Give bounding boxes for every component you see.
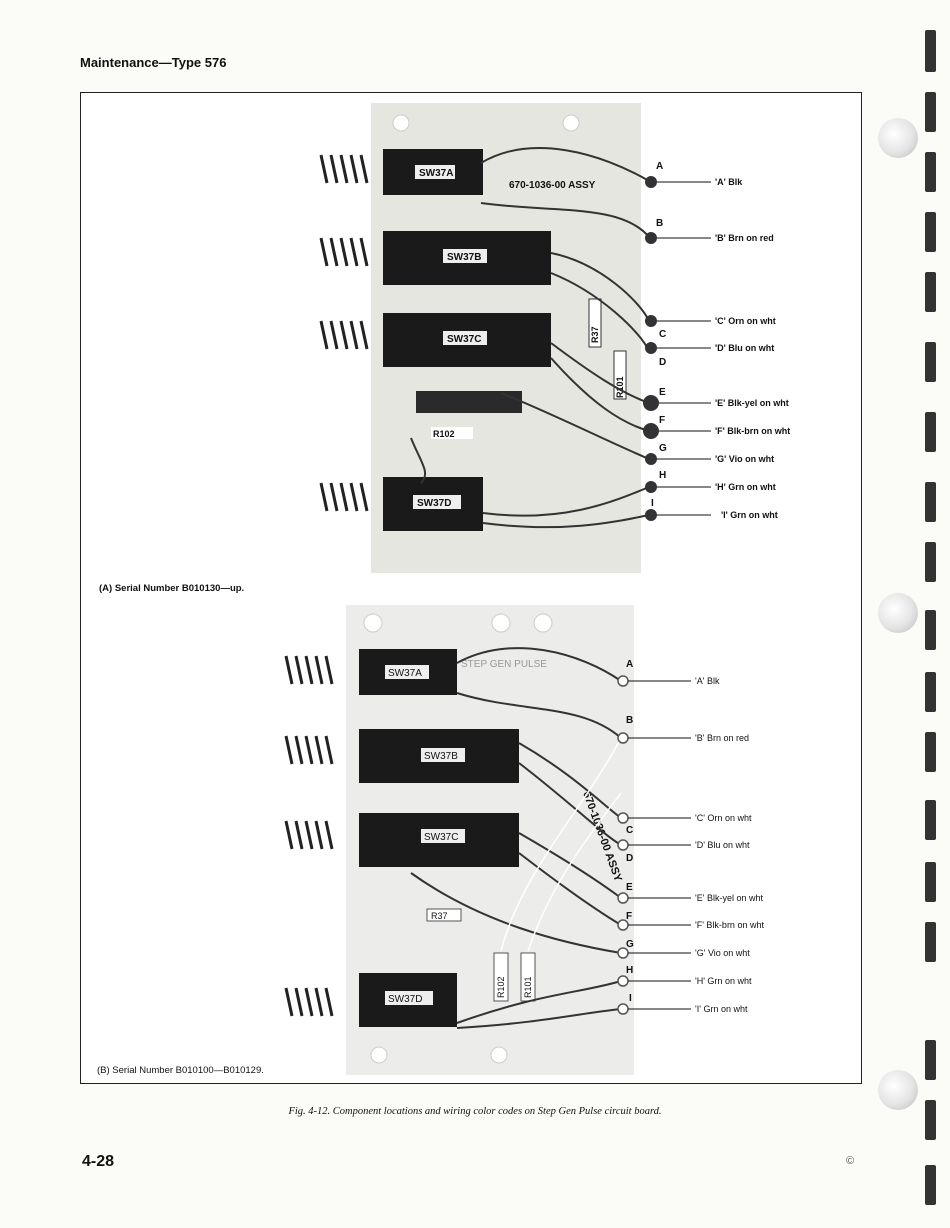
svg-text:H: H <box>659 470 666 481</box>
board-b-r101-label: R101 <box>523 976 533 998</box>
board-a-wire-label-a: 'A' Blk <box>715 177 743 187</box>
board-a-wire-label-e: 'E' Blk-yel on wht <box>715 398 789 408</box>
edge-tab <box>925 30 936 72</box>
svg-text:E: E <box>626 882 633 893</box>
board-a-r37-label: R37 <box>590 326 600 343</box>
page-number: 4-28 <box>82 1153 115 1170</box>
board-a-r102-label: R102 <box>433 429 455 439</box>
board-b: STEP GEN PULSE 670-1036-00 ASSY SW37A SW… <box>284 605 764 1075</box>
board-a-wire-label-c: 'C' Orn on wht <box>715 316 776 326</box>
board-b-title: STEP GEN PULSE <box>461 659 547 670</box>
board-a-wire-labels: 'A' Blk 'B' Brn on red 'C' Orn on wht 'D… <box>715 177 790 520</box>
edge-tab <box>925 732 936 772</box>
edge-tab <box>925 342 936 382</box>
board-a-leader-lines <box>657 181 711 516</box>
svg-text:A: A <box>656 161 663 172</box>
svg-text:B: B <box>626 715 633 726</box>
edge-tab <box>925 1100 936 1140</box>
edge-tab <box>925 482 936 522</box>
svg-text:H: H <box>626 965 633 976</box>
punch-hole <box>878 118 918 158</box>
svg-text:E: E <box>659 387 666 398</box>
board-b-r102-label: R102 <box>496 976 506 998</box>
board-b-wire-labels: 'A' Blk 'B' Brn on red 'C' Orn on wht 'D… <box>695 676 764 1014</box>
board-a-wire-label-h: 'H' Grn on wht <box>715 482 776 492</box>
board-b-sw37a-label: SW37A <box>388 668 422 679</box>
circuit-board-photos: SW37A SW37B SW37C SW37D R37 R101 R102 67… <box>284 103 790 1075</box>
edge-tab <box>925 1165 936 1205</box>
svg-text:G: G <box>659 443 667 454</box>
svg-text:F: F <box>659 415 665 426</box>
board-b-springs <box>284 655 334 1017</box>
board-a-terminal-letters: A B C D E F G H I <box>651 161 667 509</box>
board-b-sw37b-label: SW37B <box>424 751 458 762</box>
svg-text:B: B <box>656 218 663 229</box>
board-b-r37-label: R37 <box>431 911 448 921</box>
board-a-caption: (A) Serial Number B010130—up. <box>99 583 245 594</box>
svg-text:I: I <box>629 993 632 1004</box>
board-b-wire-label-c: 'C' Orn on wht <box>695 813 752 823</box>
board-a-sw37a-label: SW37A <box>419 168 453 179</box>
edge-tab <box>925 610 936 650</box>
edge-tab <box>925 272 936 312</box>
board-a-r101-label: R101 <box>615 376 625 398</box>
board-b-sw37c-label: SW37C <box>424 832 458 843</box>
board-a-sw37b-label: SW37B <box>447 252 481 263</box>
copyright-symbol: © <box>846 1155 855 1167</box>
edge-tab <box>925 152 936 192</box>
board-b-wires <box>410 647 622 1029</box>
edge-tab <box>925 412 936 452</box>
edge-tab <box>925 212 936 252</box>
board-b-wire-label-g: 'G' Vio on wht <box>695 948 750 958</box>
svg-text:A: A <box>626 659 633 670</box>
board-a-sw37c-label: SW37C <box>447 334 481 345</box>
board-a-wire-label-i: 'I' Grn on wht <box>721 510 778 520</box>
edge-tab <box>925 922 936 962</box>
figure-caption: Fig. 4-12. Component locations and wirin… <box>288 1106 662 1117</box>
board-b-wire-label-f: 'F' Blk-brn on wht <box>695 920 764 930</box>
edge-tab <box>925 800 936 840</box>
board-a-springs <box>319 154 369 512</box>
board-b-terminals <box>617 675 629 1015</box>
svg-text:D: D <box>626 853 633 864</box>
edge-tab <box>925 92 936 132</box>
edge-tab <box>925 672 936 712</box>
edge-tab <box>925 862 936 902</box>
board-a-wire-label-f: 'F' Blk-brn on wht <box>715 426 790 436</box>
board-a-wire-label-d: 'D' Blu on wht <box>715 343 774 353</box>
board-a-sw37d-label: SW37D <box>417 498 451 509</box>
svg-text:C: C <box>626 825 633 836</box>
page-header: Maintenance—Type 576 <box>80 55 227 70</box>
board-b-wire-label-d: 'D' Blu on wht <box>695 840 750 850</box>
figure-frame: SW37A SW37B SW37C SW37D R37 R101 R102 67… <box>80 92 862 1084</box>
svg-text:G: G <box>626 939 634 950</box>
punch-hole <box>878 593 918 633</box>
svg-text:F: F <box>626 911 632 922</box>
board-b-wire-label-i: 'I' Grn on wht <box>695 1004 748 1014</box>
edge-tab <box>925 1040 936 1080</box>
board-b-caption: (B) Serial Number B010100—B010129. <box>97 1065 264 1076</box>
board-a-wires <box>410 147 650 529</box>
punch-hole <box>878 1070 918 1110</box>
board-b-wire-label-a: 'A' Blk <box>695 676 720 686</box>
board-b-leader-lines <box>628 680 691 1010</box>
svg-text:I: I <box>651 498 654 509</box>
board-b-wire-label-e: 'E' Blk-yel on wht <box>695 893 763 903</box>
svg-text:C: C <box>659 329 666 340</box>
board-b-white-wires <box>500 737 622 952</box>
board-b-wire-label-h: 'H' Grn on wht <box>695 976 752 986</box>
board-b-terminal-letters: A B C D E F G H I <box>626 659 634 1004</box>
board-a-terminals <box>643 176 659 521</box>
svg-text:D: D <box>659 357 666 368</box>
board-a: SW37A SW37B SW37C SW37D R37 R101 R102 67… <box>319 103 790 573</box>
board-a-assembly-label: 670-1036-00 ASSY <box>509 180 596 191</box>
board-b-sw37d-label: SW37D <box>388 994 422 1005</box>
board-b-wire-label-b: 'B' Brn on red <box>695 733 749 743</box>
board-a-wire-label-b: 'B' Brn on red <box>715 233 774 243</box>
board-a-wire-label-g: 'G' Vio on wht <box>715 454 774 464</box>
edge-tab <box>925 542 936 582</box>
